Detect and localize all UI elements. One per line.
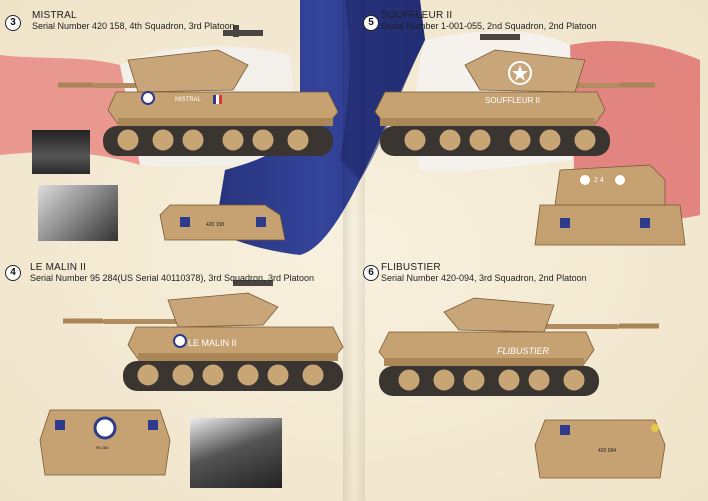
rear-marking: 2 4 [594, 177, 604, 184]
profile-name: FLIBUSTIER [381, 262, 441, 273]
rear-view-5 [534, 164, 686, 246]
profile-number-badge: 4 [5, 265, 21, 281]
period-photo-3 [190, 418, 282, 488]
profile-serial: Serial Number 1-001-055, 2nd Squadron, 2… [381, 21, 597, 31]
rear-view-6 [534, 419, 666, 479]
rear-marking: 95 284 [96, 445, 109, 450]
profile-header-5: SOUFFLEUR II Serial Number 1-001-055, 2n… [381, 10, 597, 32]
profile-serial: Serial Number 420 158, 4th Squadron, 3rd… [32, 21, 235, 31]
hull-marking: SOUFFLEUR II [485, 96, 541, 105]
profile-header-4: LE MALIN II Serial Number 95 284(US Seri… [30, 262, 314, 284]
rear-view-3 [159, 204, 286, 241]
profile-number-badge: 5 [363, 15, 379, 31]
hull-marking: MISTRAL [175, 97, 202, 103]
rear-marking: 420 158 [206, 222, 225, 228]
profile-name: SOUFFLEUR II [381, 10, 453, 21]
profile-serial: Serial Number 420-094, 3rd Squadron, 2nd… [381, 273, 587, 283]
profile-number-badge: 6 [363, 265, 379, 281]
period-photo-1 [32, 130, 90, 174]
profile-serial: Serial Number 95 284(US Serial 40110378)… [30, 273, 315, 283]
rear-view-4 [39, 409, 171, 476]
period-photo-2 [38, 185, 118, 241]
rear-marking: 420 094 [598, 448, 617, 454]
profile-header-6: FLIBUSTIER Serial Number 420-094, 3rd Sq… [381, 262, 587, 284]
profile-header-3: MISTRAL Serial Number 420 158, 4th Squad… [32, 10, 235, 32]
profile-name: LE MALIN II [30, 262, 87, 273]
hull-marking: FLIBUSTIER [497, 346, 550, 356]
profile-name: MISTRAL [32, 10, 77, 21]
hull-marking: LE MALIN II [188, 338, 237, 348]
profile-number-badge: 3 [5, 15, 21, 31]
